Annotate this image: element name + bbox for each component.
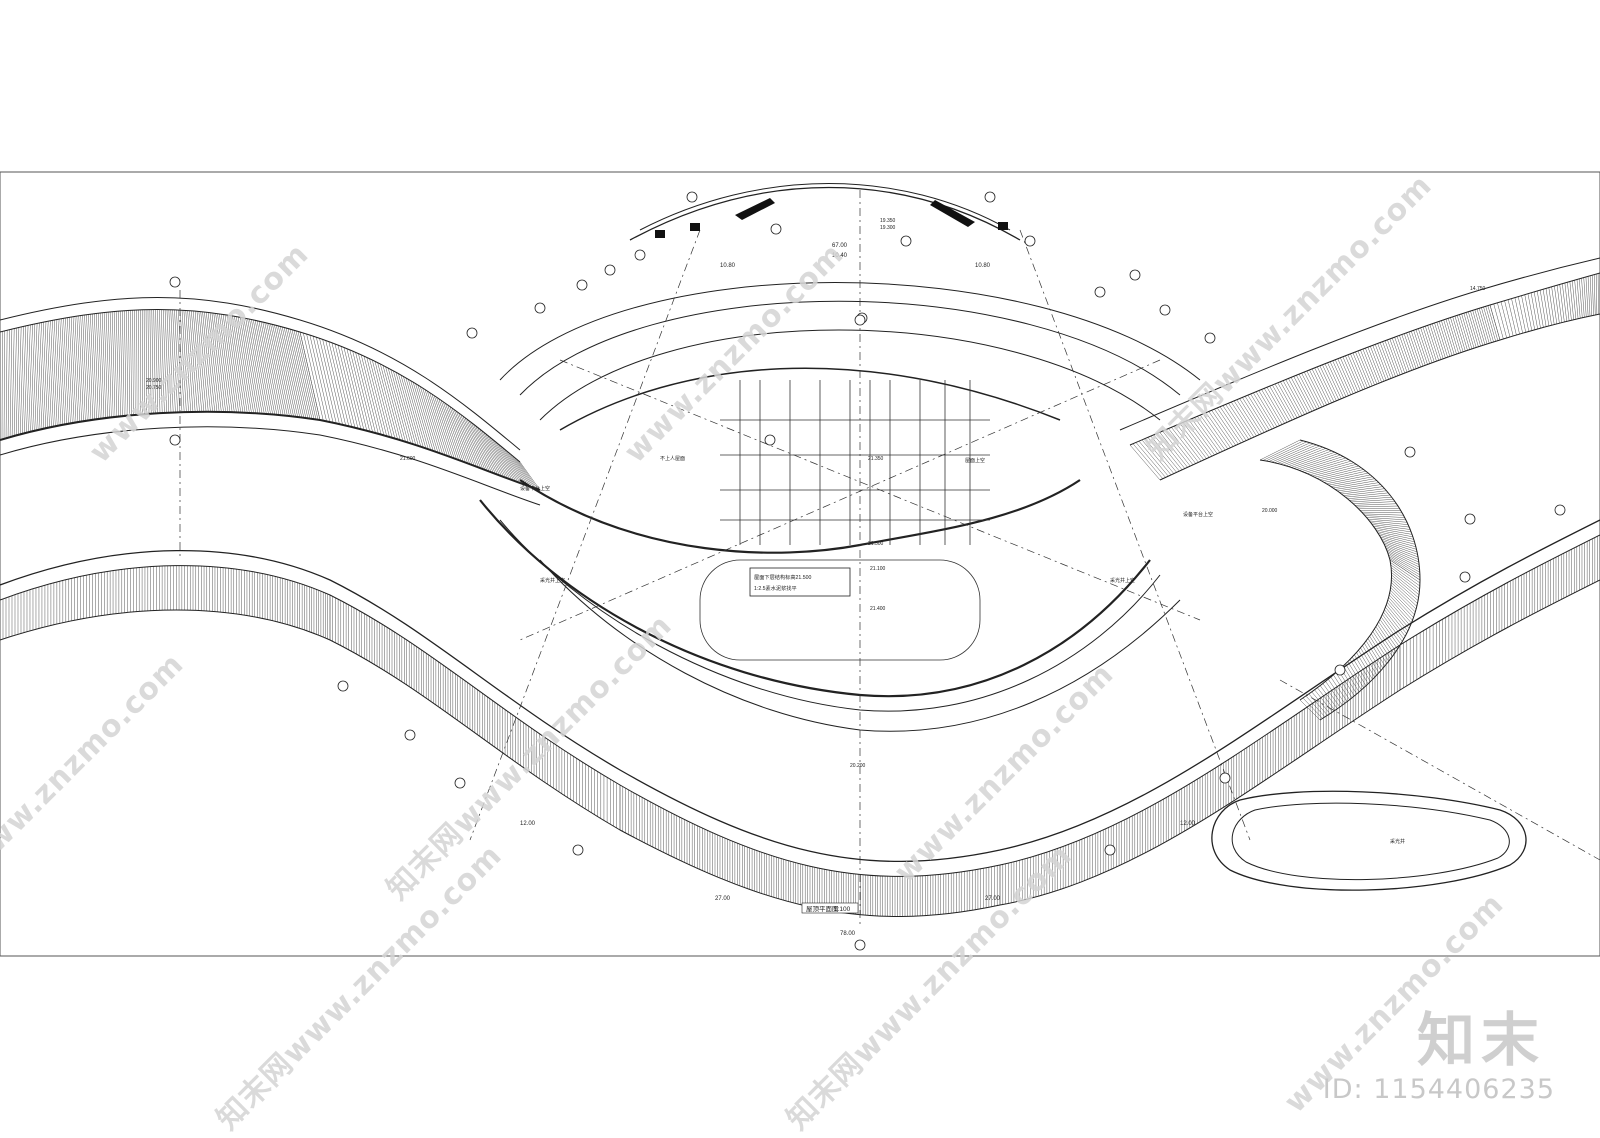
elevation-9: 20.000 bbox=[1262, 508, 1278, 514]
dim-side-right: 12.00 bbox=[1180, 821, 1196, 827]
note-lightwell-right: 采光井上空 bbox=[1110, 577, 1135, 584]
dim-top-right: 10.80 bbox=[975, 263, 991, 269]
elevation-12: 14.750 bbox=[1470, 286, 1486, 292]
central-grid bbox=[700, 380, 990, 660]
elevation-1: 19.350 bbox=[880, 218, 896, 224]
note-roof-right: 屋面上空 bbox=[965, 457, 985, 464]
axis-lines bbox=[180, 190, 1600, 925]
structural-columns bbox=[655, 198, 1008, 238]
note-well-island: 采光井 bbox=[1390, 838, 1405, 845]
grid-axis-bubbles bbox=[170, 192, 1565, 950]
dim-bottom-left: 27.00 bbox=[715, 896, 731, 902]
elevation-3: 21.500 bbox=[868, 541, 884, 547]
note-lightwell-left: 采光井上空 bbox=[540, 577, 565, 584]
elevation-2: 19.300 bbox=[880, 225, 896, 231]
brand-id: ID: 1154406235 bbox=[1323, 1074, 1555, 1105]
brand-logo: 知末 bbox=[1417, 993, 1545, 1077]
center-note-1: 屋面下层结构标高21.500 bbox=[754, 573, 811, 581]
note-equipment-left: 设备平台上空 bbox=[520, 485, 550, 492]
note-roof-left: 不上人屋面 bbox=[660, 455, 685, 462]
elevation-11: 21.100 bbox=[870, 566, 886, 572]
dim-top-left: 10.80 bbox=[720, 263, 736, 269]
note-equipment-right: 设备平台上空 bbox=[1183, 511, 1213, 518]
drawing-scale: 1:100 bbox=[834, 906, 851, 913]
elevation-8: 20.200 bbox=[850, 763, 866, 769]
center-note-2: 1:2.5素水泥浆找平 bbox=[754, 584, 797, 592]
dim-bottom-total: 78.00 bbox=[840, 931, 856, 937]
elevation-10: 21.600 bbox=[400, 456, 416, 462]
dim-side-left: 12.00 bbox=[520, 821, 536, 827]
elevation-5: 21.350 bbox=[868, 456, 884, 462]
elevation-4: 21.400 bbox=[870, 606, 886, 612]
